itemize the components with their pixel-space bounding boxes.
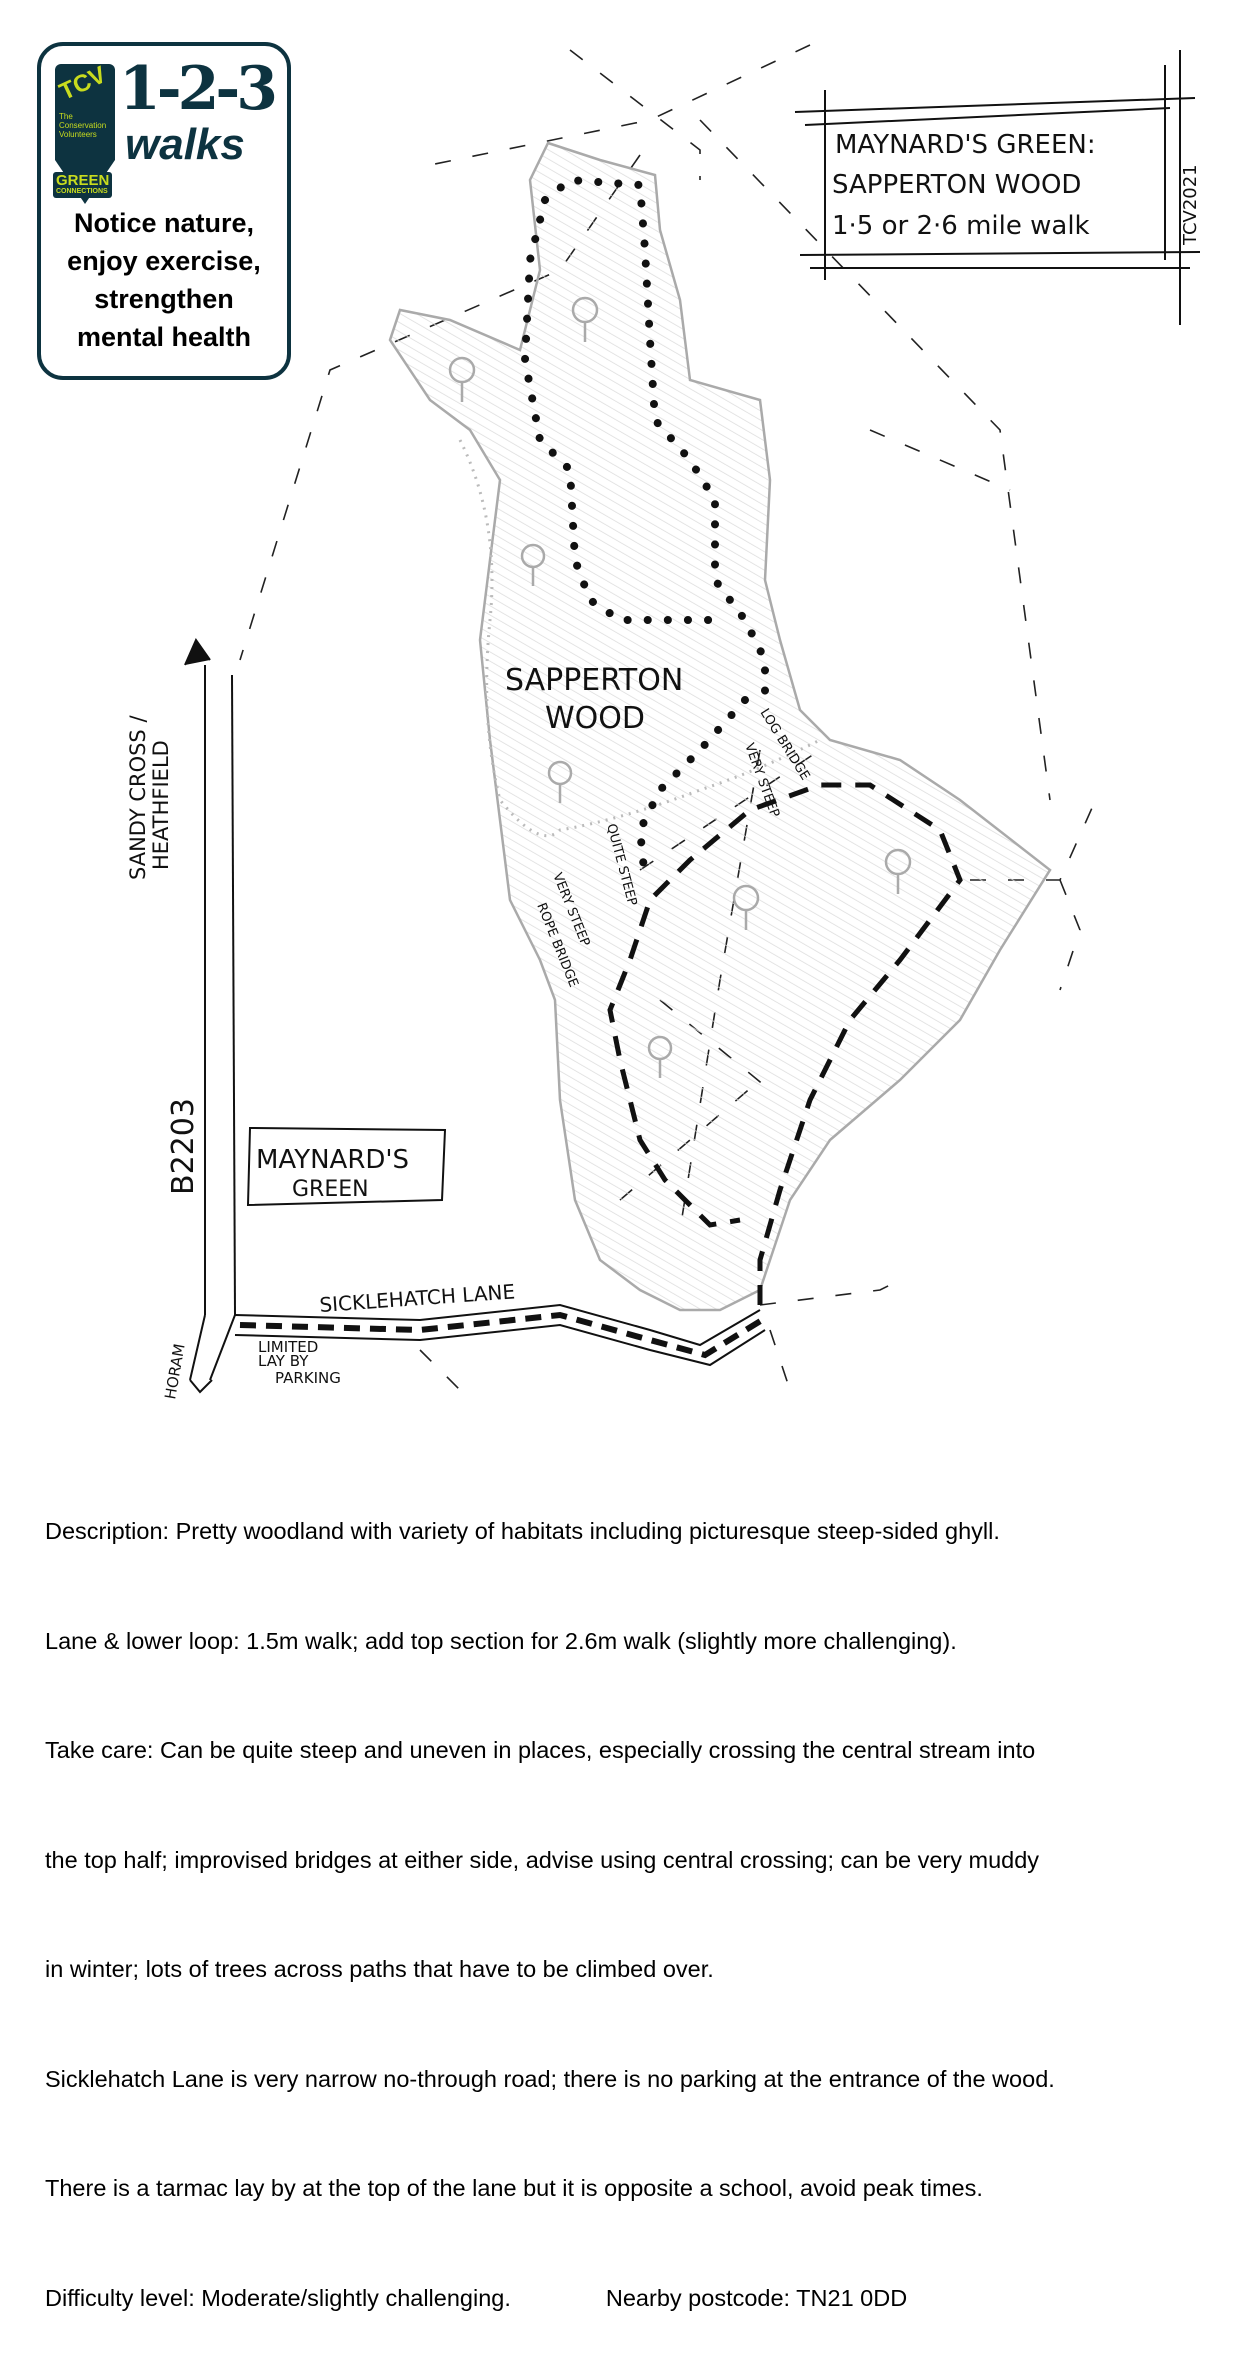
road-north-label-1: SANDY CROSS /	[126, 715, 150, 880]
route-top-section	[520, 175, 769, 884]
difficulty-level: Difficulty level: Moderate/slightly chal…	[45, 2284, 511, 2311]
tcv-wordmark: TCV	[55, 61, 111, 106]
tcv-sub-1: The	[59, 112, 73, 121]
tcv-badge: TCV The Conservation Volunteers	[55, 61, 115, 160]
road-north-label-2: HEATHFIELD	[149, 740, 173, 870]
description-line: in winter; lots of trees across paths th…	[45, 1956, 714, 1982]
description-line: Lane & lower loop: 1.5m walk; add top se…	[45, 1627, 957, 1654]
walk-map: MAYNARD'S GREEN: SAPPERTON WOOD 1·5 or 2…	[126, 44, 1201, 1401]
logo-tagline: Notice nature, enjoy exercise, strengthe…	[41, 204, 287, 356]
tree-icons	[448, 296, 912, 1078]
tagline-line: Notice nature,	[73, 208, 255, 238]
logo-walks: walks	[125, 120, 245, 169]
parking-label-1: LIMITED	[258, 1338, 318, 1356]
title-line-1: MAYNARD'S GREEN:	[835, 130, 1096, 160]
road-number-label: B2203	[166, 1098, 201, 1195]
village-box-frame	[246, 1126, 447, 1207]
description-line: Sicklehatch Lane is very narrow no-throu…	[45, 2065, 1055, 2092]
stream	[458, 439, 821, 838]
tagline-line: enjoy exercise,	[67, 246, 261, 276]
tagline-line: strengthen	[94, 284, 234, 314]
walk-description: Description: Pretty woodland with variet…	[45, 1440, 1055, 2353]
tagline-line: mental health	[76, 322, 252, 352]
parking-label-2: LAY BY	[258, 1352, 309, 1370]
tcv-subtitle: The Conservation Volunteers	[59, 112, 106, 139]
logo-numbers: 1-2-3	[119, 54, 278, 124]
title-line-2: SAPPERTON WOOD	[832, 170, 1081, 200]
credit-label: TCV2021	[1180, 164, 1201, 246]
road-b2203	[184, 637, 236, 1394]
connections-text: CONNECTIONS	[56, 188, 108, 195]
tcv-sub-2: Conservation	[59, 121, 107, 130]
wood-label-2: WOOD	[545, 701, 645, 736]
green-text: GREEN	[56, 172, 110, 189]
nearby-postcode: Nearby postcode: TN21 0DD	[605, 2284, 908, 2311]
village-label-2: GREEN	[292, 1177, 369, 1202]
description-line: the top half; improvised bridges at eith…	[45, 1846, 1040, 1873]
description-line: There is a tarmac lay by at the top of t…	[45, 2175, 983, 2201]
tcv-sub-3: Volunteers	[59, 130, 97, 139]
lane-label: SICKLEHATCH LANE	[319, 1279, 516, 1317]
description-line: Description: Pretty woodland with variet…	[45, 1518, 1000, 1544]
title-line-3: 1·5 or 2·6 mile walk	[832, 211, 1090, 241]
description-line: Take care: Can be quite steep and uneven…	[45, 1737, 1036, 1763]
wood-label-1: SAPPERTON	[505, 663, 683, 698]
title-box-frame	[794, 50, 1201, 325]
sicklehatch-lane	[234, 1303, 766, 1367]
horam-label: HORAM	[161, 1342, 188, 1400]
description-last-line: Difficulty level: Moderate/slightly chal…	[45, 2280, 1055, 2317]
village-label-1: MAYNARD'S	[256, 1145, 409, 1175]
parking-label-3: PARKING	[275, 1369, 341, 1387]
